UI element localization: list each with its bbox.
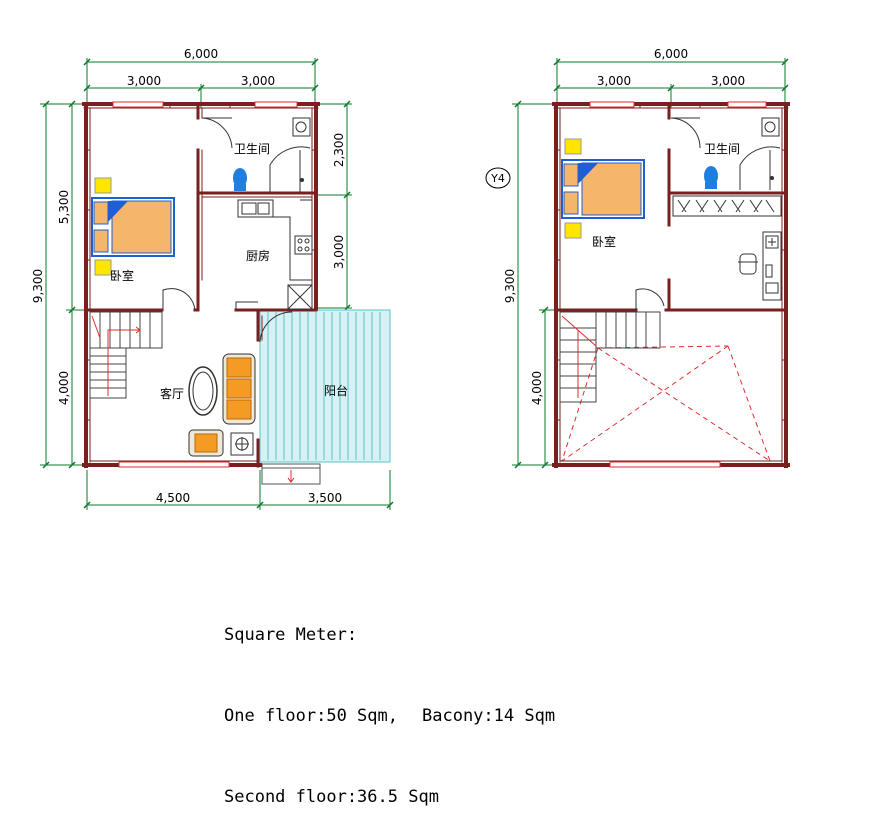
first-floor-dimension-lines [40,58,391,510]
f1-dim-bottom-left: 4,500 [156,491,190,505]
second-floor-dimension-ticks [514,58,789,469]
study-desk [738,231,782,301]
second-floor-plan: 6,000 3,000 3,000 9,300 4,000 Y4 [485,47,790,469]
second-floor-bathroom-fixtures [704,117,781,190]
f2-dim-top-total: 6,000 [654,47,688,61]
bedside-table-icon [94,259,112,276]
toilet-icon [704,166,718,186]
f2-room-bathroom-label: 卫生间 [704,142,740,156]
first-floor-stair [89,311,163,399]
f1-room-bedroom-label: 卧室 [110,268,134,283]
area-summary: Square Meter: One floor:50 Sqm, Bacony:14… [224,568,555,838]
floor-plan-drawing: 6,000 3,000 3,000 9,300 5,300 4,000 2,30… [31,47,790,510]
first-floor-bed [91,197,175,257]
first-floor-kitchen-fixtures [237,199,313,310]
first-floor-bathroom-fixtures [233,117,311,192]
f2-room-bedroom-label: 卧室 [592,234,616,249]
first-floor-doors [162,117,293,343]
area-heading: Square Meter: [224,625,358,645]
f2-dim-top-right: 3,000 [711,74,745,88]
f1-dim-top-right: 3,000 [241,74,275,88]
f2-dim-left-total: 9,300 [503,269,517,303]
second-floor-windows [589,101,767,468]
first-floor-living-furniture [188,353,256,457]
f1-dim-left-lower: 4,000 [57,371,71,405]
f1-room-kitchen-label: 厨房 [246,248,270,263]
first-floor-plan: 6,000 3,000 3,000 9,300 5,300 4,000 2,30… [31,47,394,510]
second-floor-area: Second floor:36.5 Sqm [224,787,439,807]
second-floor-stair [559,311,661,403]
f1-dim-right-middle: 3,000 [332,235,346,269]
first-floor-area: One floor:50 Sqm, [224,706,398,726]
axis-marker-label: Y4 [490,172,505,185]
bedside-table-icon [564,222,582,239]
second-floor-doors [635,117,701,310]
axis-marker: Y4 [485,167,511,189]
bedside-table-icon [564,138,582,155]
f1-dim-top-left: 3,000 [127,74,161,88]
f2-dim-top-left: 3,000 [597,74,631,88]
second-floor-walls [552,102,790,468]
f1-dim-left-upper: 5,300 [57,190,71,224]
f2-dim-left-lower: 4,000 [530,371,544,405]
balcony-area [259,309,391,485]
area-first-floor-row: One floor:50 Sqm, Bacony:14 Sqm [224,703,555,730]
balcony-area-text: Bacony:14 Sqm [422,706,556,726]
second-floor-bed [561,159,645,219]
f1-room-bathroom-label: 卫生间 [234,142,270,156]
first-floor-windows [112,101,298,468]
second-floor-void [561,345,771,462]
f1-dim-bottom-right: 3,500 [308,491,342,505]
f1-dim-left-total: 9,300 [31,269,45,303]
f1-dim-top-total: 6,000 [184,47,218,61]
f1-room-living-label: 客厅 [160,386,184,401]
wardrobe [672,195,782,217]
toilet-icon [233,168,247,188]
bedside-table-icon [94,177,112,194]
f1-room-balcony-label: 阳台 [324,383,348,398]
f1-dim-right-upper: 2,300 [332,133,346,167]
